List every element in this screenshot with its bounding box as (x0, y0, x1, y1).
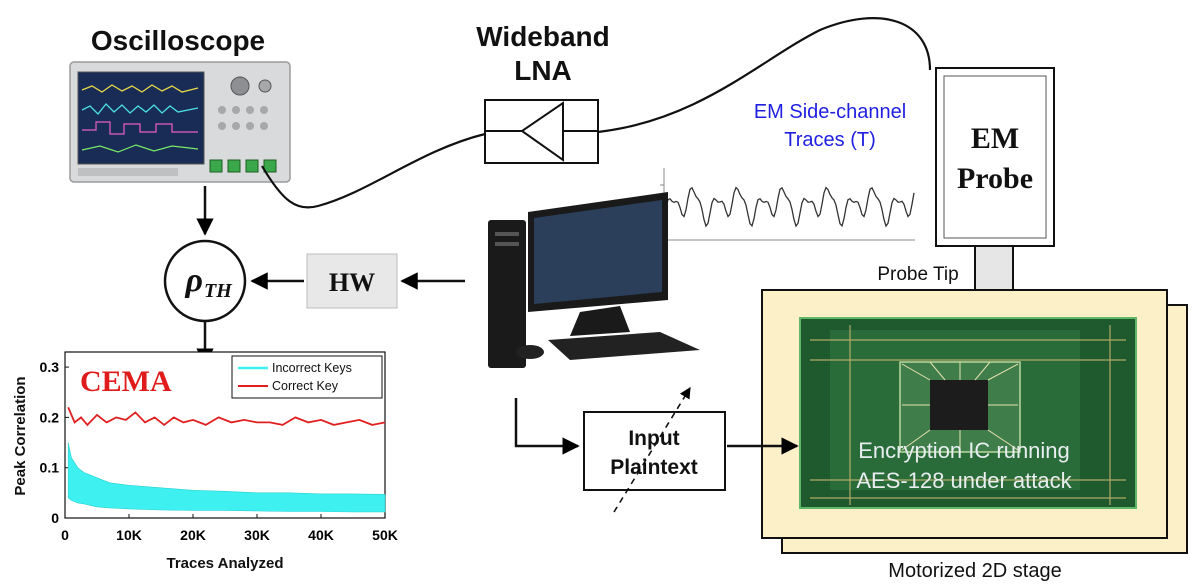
hw-box (306, 253, 398, 309)
chart-legend: Incorrect Keys Correct Key (231, 355, 383, 399)
x-tick-label: 30K (244, 527, 270, 543)
ic-label-line1: Encryption IC running (858, 438, 1070, 463)
chip-icon (799, 317, 1137, 509)
x-tick-label: 10K (116, 527, 142, 543)
series-incorrect-keys-band (67, 442, 386, 513)
oscilloscope-icon (69, 61, 291, 183)
legend-label-incorrect: Incorrect Keys (272, 361, 352, 375)
y-tick-label: 0.2 (40, 409, 60, 425)
y-tick-label: 0.1 (40, 460, 60, 476)
amplifier-triangle-icon (484, 99, 599, 164)
series-correct-key-line (67, 406, 386, 427)
rho-subscript: TH (204, 280, 233, 302)
arrow-pc-to-input (514, 398, 580, 455)
input-plaintext-box (583, 411, 726, 491)
desktop-computer-icon (488, 192, 700, 368)
y-tick-label: 0 (51, 510, 59, 526)
probe-tip-label: Probe Tip (877, 264, 958, 285)
input-label-line2: Plaintext (610, 456, 698, 479)
ic-label-line2: AES-128 under attack (856, 468, 1072, 493)
lna-probe-cable (597, 17, 932, 134)
x-tick-label: 20K (180, 527, 206, 543)
x-tick-label: 50K (372, 527, 398, 543)
lna-label-line1: Wideband (476, 21, 610, 52)
em-traces-label-line2: Traces (T) (784, 129, 875, 151)
cema-chart: 0 0.1 0.2 0.3 0 10K 20K 30K 40K 50K CEMA Incorre… (12, 351, 398, 572)
x-axis-label: Traces Analyzed (166, 555, 283, 572)
em-probe-label-line1: EM (971, 122, 1019, 155)
stage-label: Motorized 2D stage (888, 560, 1061, 582)
variable-indicator-arrow (613, 387, 691, 513)
correlation-circle (163, 239, 247, 323)
scope-lna-cable (261, 132, 486, 209)
chart-title: CEMA (80, 365, 172, 398)
x-tick-label: 40K (308, 527, 334, 543)
em-traces-label-line1: EM Side-channel (754, 101, 906, 123)
em-probe-label-line2: Probe (957, 162, 1033, 195)
lna-label-line2: LNA (514, 55, 572, 86)
legend-label-correct: Correct Key (272, 379, 339, 393)
x-tick-label: 0 (61, 527, 69, 543)
rho-symbol: ρ (184, 262, 203, 299)
y-axis-label: Peak Correlation (12, 376, 29, 495)
y-tick-label: 0.3 (40, 359, 60, 375)
em-trace-waveform (660, 168, 915, 241)
hw-label: HW (329, 268, 375, 297)
oscilloscope-label: Oscilloscope (91, 25, 265, 56)
input-label-line1: Input (628, 427, 679, 450)
